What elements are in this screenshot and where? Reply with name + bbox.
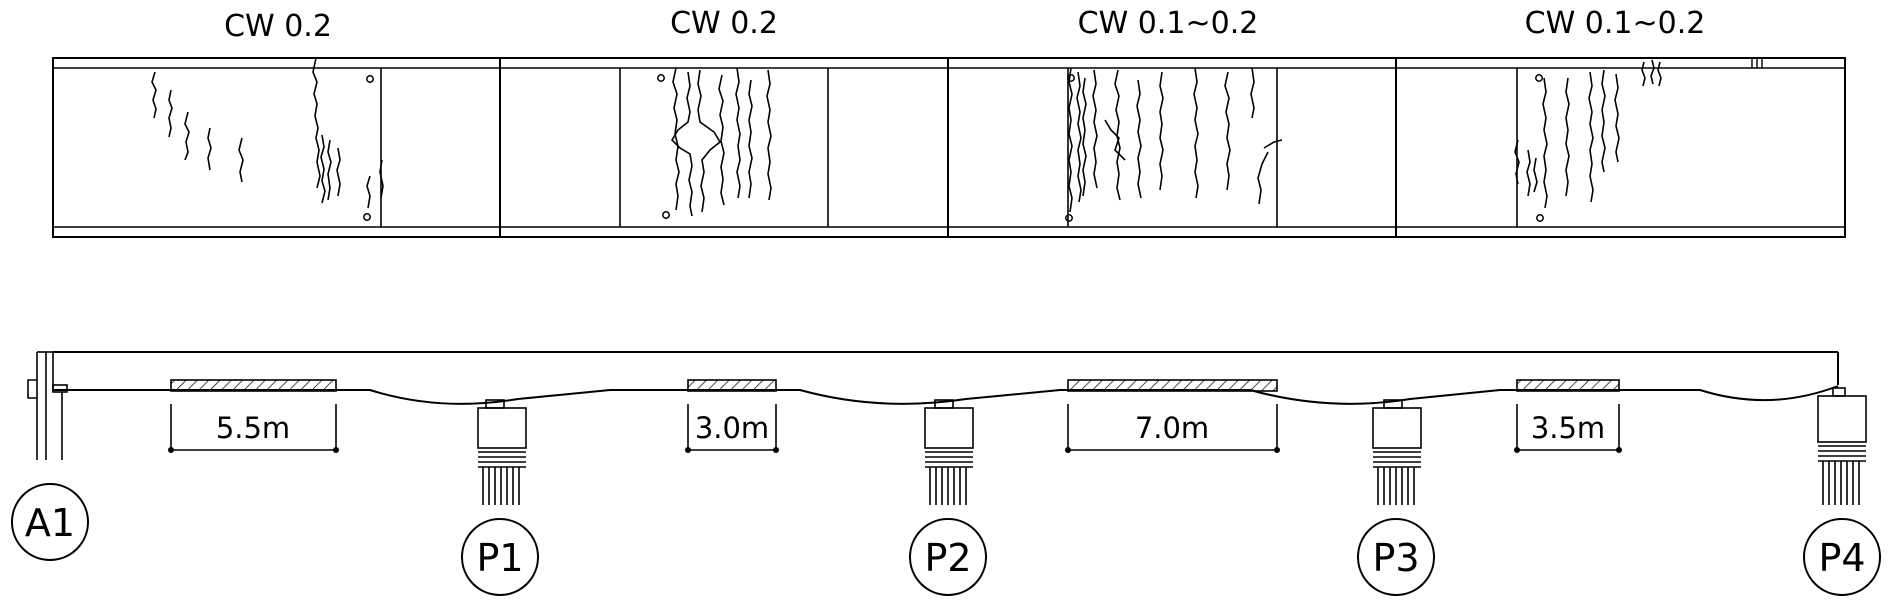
plan-cracks-span-3 (1068, 67, 1283, 213)
dimension-dots (168, 447, 1622, 453)
damage-length-label-span-3: 7.0m (1135, 411, 1209, 445)
support-labels: A1 P1 P2 P3 P4 (11, 483, 1881, 596)
damage-zone-span-4 (1516, 379, 1620, 392)
damage-length-label-span-4: 3.5m (1531, 411, 1605, 445)
elevation-damage-zones (170, 379, 1620, 392)
support-label-p4: P4 (1818, 536, 1865, 580)
plan-cracks-span-1 (151, 57, 384, 209)
damage-zone-span-3 (1067, 379, 1278, 392)
crack-width-label-span-2: CW 0.2 (670, 6, 778, 41)
plan-cracks-span-4 (1514, 59, 1662, 209)
support-circle-p2 (909, 518, 987, 596)
support-circle-p3 (1357, 518, 1435, 596)
plan-markers (363, 74, 1544, 222)
damage-zone-span-2 (687, 379, 777, 392)
support-label-a1: A1 (25, 501, 75, 545)
damage-length-label-span-2: 3.0m (695, 411, 769, 445)
plan-span-dividers (499, 58, 1397, 237)
crack-width-label-span-3: CW 0.1~0.2 (1078, 6, 1259, 41)
support-label-p3: P3 (1372, 536, 1419, 580)
support-circle-p1 (461, 518, 539, 596)
damage-length-label-span-1: 5.5m (216, 411, 290, 445)
pier-p2-structure (924, 399, 974, 505)
plan-cracks-span-2 (670, 67, 772, 217)
plan-joint-marks (1751, 58, 1763, 68)
crack-width-label-span-4: CW 0.1~0.2 (1525, 6, 1706, 41)
crack-width-label-span-1: CW 0.2 (224, 9, 332, 44)
dimension-lines (170, 404, 1620, 452)
support-label-p1: P1 (476, 536, 523, 580)
abutment-a1 (27, 351, 68, 460)
pier-p4-structure (1817, 387, 1867, 505)
pier-p3-structure (1372, 399, 1422, 505)
support-circle-p4 (1803, 518, 1881, 596)
support-circle-a1 (11, 483, 89, 561)
plan-damage-zone-lines (380, 68, 1518, 227)
elevation-view: 5.5m 3.0m 7.0m 3.5m A1 P1 P2 P3 P4 (11, 351, 1881, 596)
pier-p1-structure (477, 399, 527, 505)
plan-view: CW 0.2 CW 0.2 CW 0.1~0.2 CW 0.1~0.2 (52, 6, 1846, 238)
elevation-deck-soffit (53, 385, 1839, 405)
support-label-p2: P2 (924, 536, 971, 580)
damage-zone-span-1 (170, 379, 337, 392)
